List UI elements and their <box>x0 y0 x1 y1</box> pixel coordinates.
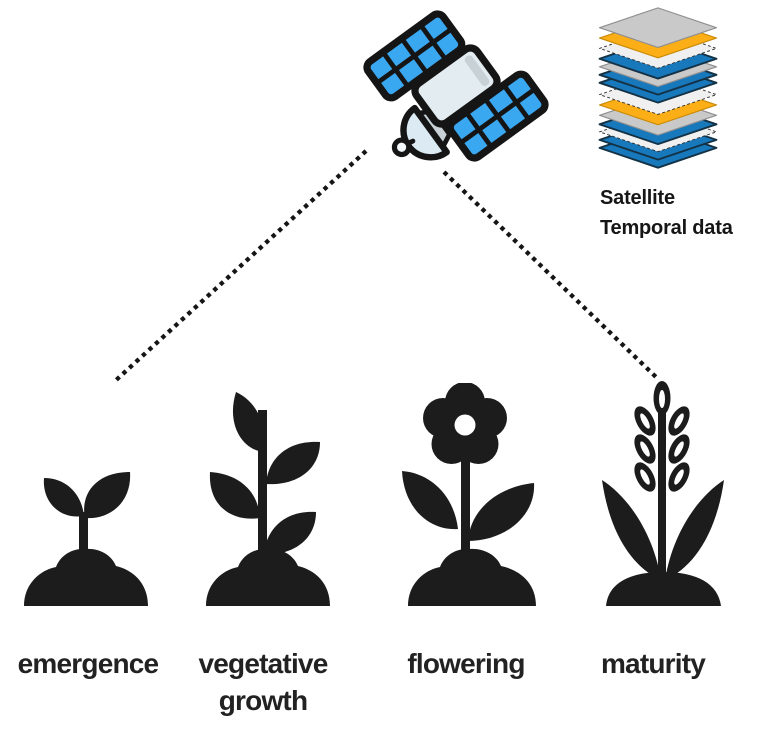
wheat-head <box>634 381 690 492</box>
leaf <box>602 480 661 580</box>
flower-head <box>423 383 507 464</box>
leafy-plant-icon <box>206 392 330 606</box>
stack-caption-line1: Satellite <box>600 187 675 209</box>
soil-mound <box>606 572 721 606</box>
stage-label-emergence: emergence <box>17 648 159 679</box>
stack-caption-line2: Temporal data <box>600 217 733 239</box>
soil-mound <box>408 548 536 606</box>
satellite-icon <box>363 10 549 162</box>
flower-icon <box>402 383 536 606</box>
leaf <box>468 483 535 541</box>
stage-label-maturity: maturity <box>600 648 706 679</box>
stem <box>79 512 88 572</box>
stack-caption: Satellite Temporal data <box>600 183 733 243</box>
leaf <box>43 478 84 517</box>
stack-layer-gray <box>598 7 718 49</box>
satellite-to-emergence-link <box>112 149 368 384</box>
body-highlight <box>464 55 490 86</box>
stem <box>461 439 470 571</box>
leaf <box>665 480 724 580</box>
stage-label-vegetative-growth: vegetative growth <box>198 648 329 716</box>
leaf <box>232 392 265 452</box>
flower-center-hole <box>454 414 476 436</box>
leaf <box>402 471 458 530</box>
antenna-tip <box>391 137 412 158</box>
leaf <box>266 441 320 485</box>
layer-stack-icon <box>598 7 718 169</box>
stalk <box>658 404 666 580</box>
sprout-icon <box>24 472 148 606</box>
leaf <box>209 472 260 519</box>
leaf <box>264 511 316 555</box>
leaf <box>84 472 131 519</box>
stage-label-flowering: flowering <box>407 648 525 679</box>
stem <box>258 410 267 578</box>
wheat-icon <box>602 381 724 606</box>
soil-mound <box>24 548 148 606</box>
soil-mound <box>206 548 330 606</box>
